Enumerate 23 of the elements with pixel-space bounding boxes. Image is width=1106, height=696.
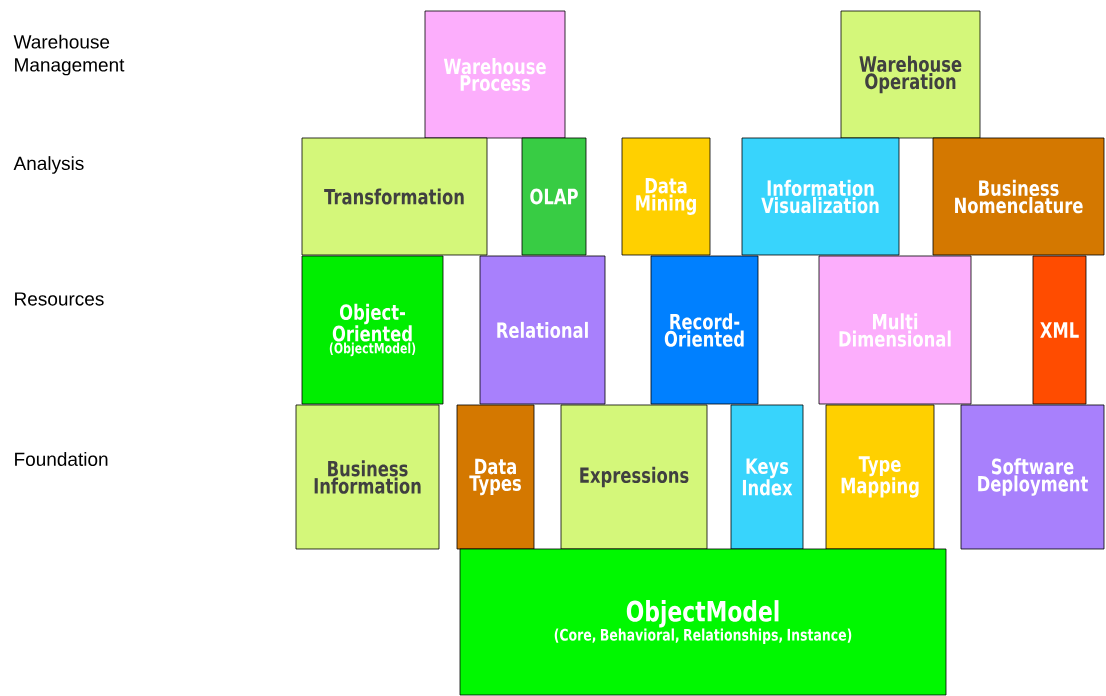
package-box: Software Deployment [960, 404, 1105, 550]
package-box: Type Mapping [825, 404, 935, 550]
package-box: ObjectModel (Core, Behavioral, Relationships, Instance) [459, 548, 947, 696]
package-box: XML [1032, 255, 1087, 405]
layer-label: Foundation [15, 452, 108, 466]
layer-label: Warehouse Management [13, 34, 125, 76]
package-box: Information Visualization [741, 137, 900, 256]
layer-label: Resources [15, 292, 104, 306]
package-box: Warehouse Operation [840, 10, 981, 139]
package-box: Object-Oriented (ObjectModel) [301, 255, 444, 405]
package-box: OLAP [521, 137, 587, 256]
layer-label: Analysis [13, 156, 84, 174]
package-box: Expressions [560, 404, 708, 550]
package-box: Data Mining [621, 137, 711, 256]
package-box: Business Information [295, 404, 440, 550]
package-box: Keys Index [730, 404, 804, 550]
package-box: Relational [479, 255, 606, 405]
package-box: Business Nomenclature [932, 137, 1105, 256]
package-box: Warehouse Process [424, 10, 566, 139]
package-box: Record-Oriented [650, 255, 759, 405]
package-box: Data Types [456, 404, 535, 550]
package-box: Transformation [301, 137, 488, 256]
package-box: Multi Dimensional [818, 255, 972, 405]
